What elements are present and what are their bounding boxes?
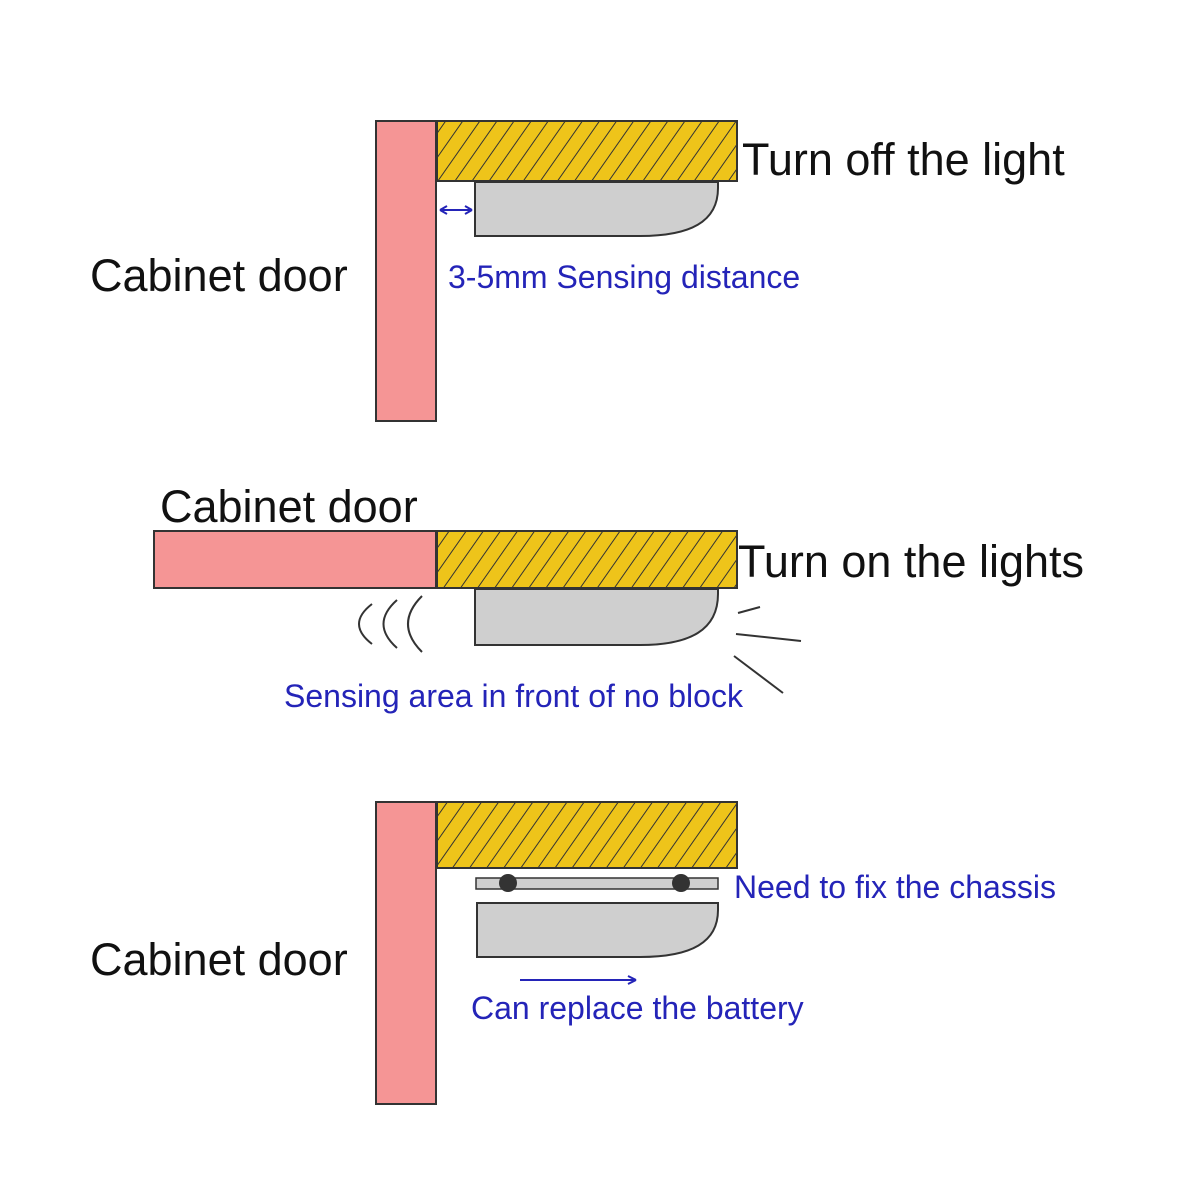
shelf-hatched [436, 801, 738, 869]
cabinet-door-vertical [375, 801, 437, 1105]
chassis-screw-right [672, 874, 690, 892]
sensing-wave-icon [358, 595, 423, 653]
sensing-distance-arrow [439, 205, 473, 215]
light-rays-icon [733, 606, 802, 694]
chassis-screw-left [499, 874, 517, 892]
door-label: Cabinet door [90, 250, 348, 301]
sensor-light-body [474, 181, 719, 237]
sensor-light-body [476, 902, 719, 958]
battery-note: Can replace the battery [471, 990, 804, 1026]
sensor-light-body [474, 588, 719, 646]
shelf-hatched [436, 530, 738, 589]
state-label-on: Turn on the lights [738, 536, 1084, 587]
mounting-chassis-plate [475, 877, 719, 890]
sensing-area-note: Sensing area in front of no block [284, 678, 744, 714]
panel-door-closed: Cabinet door Turn off the light 3-5mm Se… [90, 120, 1065, 422]
panel-chassis-battery: Cabinet door Need to fix the chassis Can… [90, 801, 1056, 1105]
shelf-hatched [436, 120, 738, 182]
door-label: Cabinet door [160, 481, 418, 532]
door-label: Cabinet door [90, 934, 348, 985]
slide-arrow-icon [520, 975, 637, 985]
cabinet-door-horizontal [153, 530, 437, 589]
sensing-distance-note: 3-5mm Sensing distance [448, 259, 800, 295]
state-label-off: Turn off the light [742, 134, 1065, 185]
panel-door-open: Cabinet door Turn on the lights Sensing … [153, 481, 1084, 714]
cabinet-door-vertical [375, 120, 437, 422]
chassis-note: Need to fix the chassis [734, 869, 1056, 905]
